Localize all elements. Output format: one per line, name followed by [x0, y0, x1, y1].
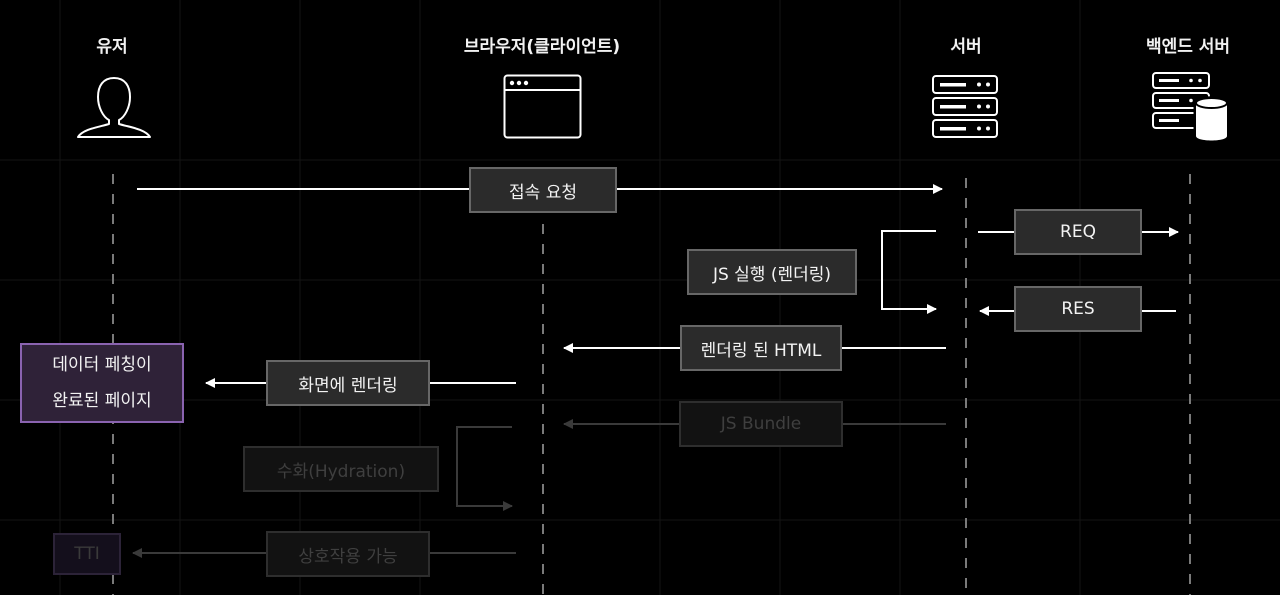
step-interactive-box: 상호작용 가능: [266, 531, 430, 577]
data-fetched-line2: 완료된 페이지: [52, 391, 152, 411]
arrow-js-exec: [881, 230, 937, 314]
tti-box: TTI: [53, 533, 121, 575]
step-rendered-html-box: 렌더링 된 HTML: [680, 325, 842, 371]
actor-label-server: 서버: [950, 37, 982, 57]
server-rack-icon: [932, 75, 998, 138]
actor-label-user: 유저: [96, 37, 128, 57]
actor-label-browser: 브라우저(클라이언트): [463, 37, 621, 57]
browser-window-icon: [503, 74, 582, 139]
step-js-exec-box: JS 실행 (렌더링): [687, 249, 857, 295]
arrow-hydration: [456, 426, 513, 511]
step-req-box: REQ: [1014, 209, 1142, 255]
step-request-box: 접속 요청: [469, 167, 617, 213]
step-res-box: RES: [1014, 286, 1142, 332]
actor-label-backend: 백엔드 서버: [1145, 37, 1231, 57]
step-js-bundle-box: JS Bundle: [679, 401, 843, 447]
person-icon: [77, 77, 151, 138]
step-hydration-box: 수화(Hydration): [243, 446, 439, 492]
data-fetched-line1: 데이터 페칭이: [52, 355, 152, 375]
server-database-icon: [1152, 72, 1230, 143]
step-screen-render-box: 화면에 렌더링: [266, 360, 430, 406]
data-fetched-page-box: 데이터 페칭이 완료된 페이지: [20, 343, 184, 423]
